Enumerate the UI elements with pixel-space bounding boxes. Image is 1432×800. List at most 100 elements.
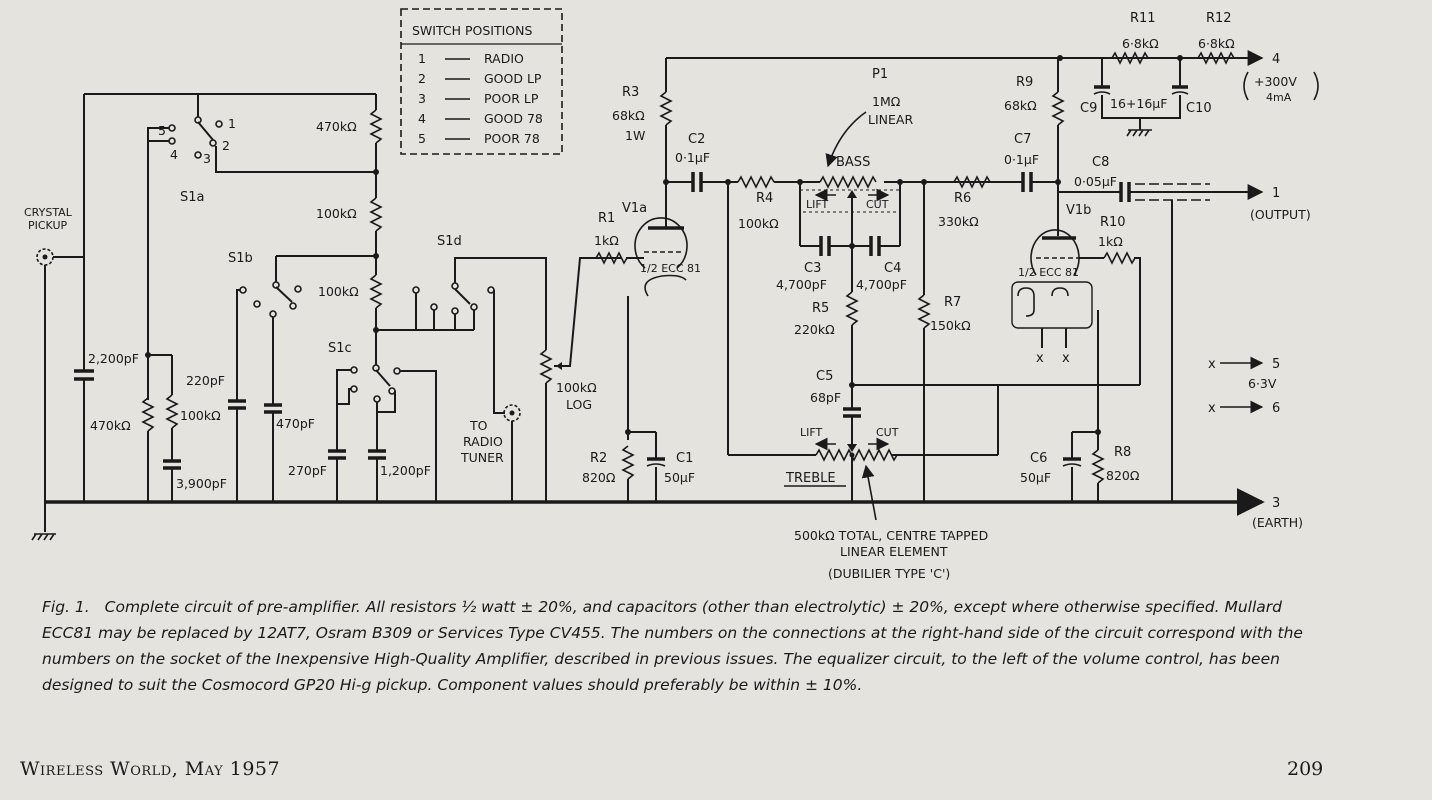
c7-name: C7 xyxy=(1014,132,1031,147)
r11-name: R11 xyxy=(1130,11,1156,26)
c9c10-value: 16+16μF xyxy=(1110,96,1167,111)
c3-value: 4,700pF xyxy=(776,277,827,292)
heater-x-1: x xyxy=(1036,351,1044,366)
s1a-pos-2: 2 xyxy=(222,138,230,153)
terminal-4-note-2: 4mA xyxy=(1266,91,1292,104)
r10-name: R10 xyxy=(1100,215,1126,230)
volume-law-label: LOG xyxy=(566,397,592,412)
switch-row-2-label: GOOD LP xyxy=(484,71,542,86)
c4-name: C4 xyxy=(884,261,901,276)
stage-v1b: R9 68kΩ C7 0·1μF C8 0·05μF 1 (OUTPUT) V1… xyxy=(1000,58,1311,502)
c8-value: 0·05μF xyxy=(1074,174,1117,189)
switch-row-3-num: 3 xyxy=(418,91,426,106)
r-100k-c-label: 100kΩ xyxy=(180,408,221,423)
r8-name: R8 xyxy=(1114,445,1131,460)
tone-control-network: R4 100kΩ P1 1MΩ LINEAR BASS LIFT CUT C3 … xyxy=(702,67,1140,581)
c1-value: 50μF xyxy=(664,470,695,485)
r-100k-b-label: 100kΩ xyxy=(318,284,359,299)
treble-label: TREBLE xyxy=(785,471,836,486)
c-2200p-label: 2,200pF xyxy=(88,351,139,366)
figure-caption: Fig. 1. Complete circuit of pre-amplifie… xyxy=(42,594,1312,698)
radio-tuner-input: TO RADIO TUNER xyxy=(460,404,521,502)
r4-value: 100kΩ xyxy=(738,216,779,231)
v1b-label: V1b xyxy=(1066,203,1091,218)
heater-voltage: 6·3V xyxy=(1248,376,1277,391)
s1a-pos-4: 4 xyxy=(170,147,178,162)
switch-row-1-label: RADIO xyxy=(484,51,524,66)
term5-x: x xyxy=(1208,357,1216,372)
c-270p-label: 270pF xyxy=(288,463,327,478)
crystal-pickup-label-2: PICKUP xyxy=(28,219,68,232)
earth-rail: 3 (EARTH) xyxy=(31,488,1303,541)
c-1200p-label: 1,200pF xyxy=(380,463,431,478)
to-radio-label-3: TUNER xyxy=(460,450,504,465)
bass-cut-label: CUT xyxy=(866,198,889,211)
s1a-pos-3: 3 xyxy=(203,151,211,166)
c6-value: 50μF xyxy=(1020,470,1051,485)
r7-value: 150kΩ xyxy=(930,318,971,333)
terminal-5-label: 5 xyxy=(1272,357,1280,372)
r4-name: R4 xyxy=(756,191,773,206)
r2-value: 820Ω xyxy=(582,470,616,485)
s1a-pos-5: 5 xyxy=(158,123,166,138)
c-470p-label: 470pF xyxy=(276,416,315,431)
switch-table-title: SWITCH POSITIONS xyxy=(412,23,532,38)
r5-name: R5 xyxy=(812,301,829,316)
c3-name: C3 xyxy=(804,261,821,276)
p1-type: LINEAR xyxy=(868,112,913,127)
c4-value: 4,700pF xyxy=(856,277,907,292)
caption-text: Complete circuit of pre-amplifier. All r… xyxy=(42,598,1303,694)
treble-note-3: (DUBILIER TYPE 'C') xyxy=(828,566,950,581)
c7-value: 0·1μF xyxy=(1004,152,1039,167)
r1-name: R1 xyxy=(598,211,615,226)
s1a-pos-1: 1 xyxy=(228,116,236,131)
ht-rail: R11 6·8kΩ R12 6·8kΩ 4 +300V 4mA C9 16+16… xyxy=(665,11,1319,137)
crystal-pickup-label-1: CRYSTAL xyxy=(24,206,73,219)
terminal-6-label: 6 xyxy=(1272,401,1280,416)
v1a-label: V1a xyxy=(622,201,647,216)
c2-value: 0·1μF xyxy=(675,150,710,165)
switch-row-5-num: 5 xyxy=(418,131,426,146)
r2-name: R2 xyxy=(590,451,607,466)
r3-watt: 1W xyxy=(625,128,645,143)
c6-name: C6 xyxy=(1030,451,1047,466)
c9-name: C9 xyxy=(1080,101,1097,116)
treble-lift-label: LIFT xyxy=(800,426,823,439)
c1-name: C1 xyxy=(676,451,693,466)
p1-name: P1 xyxy=(872,67,888,82)
equalizer-network-left: 470kΩ 100kΩ 3,900pF xyxy=(90,352,227,502)
s1b-label: S1b xyxy=(228,251,253,266)
treble-cut-label: CUT xyxy=(876,426,899,439)
terminal-4-label: 4 xyxy=(1272,52,1280,67)
ecc81-a-label: 1/2 ECC 81 xyxy=(640,262,701,275)
circuit-schematic: SWITCH POSITIONS 1 RADIO 2 GOOD LP 3 POO… xyxy=(24,8,1319,581)
switch-s1b: 220pF 470pF S1b xyxy=(186,251,376,502)
r12-name: R12 xyxy=(1206,11,1232,26)
stage-v1a: R3 68kΩ 1W V1a 1/2 ECC 81 R1 1kΩ R2 820Ω… xyxy=(582,85,710,502)
switch-row-1-num: 1 xyxy=(418,51,426,66)
c5-value: 68pF xyxy=(810,390,841,405)
switch-row-3-label: POOR LP xyxy=(484,91,539,106)
treble-note-1: 500kΩ TOTAL, CENTRE TAPPED xyxy=(794,528,988,543)
r3-name: R3 xyxy=(622,85,639,100)
c10-name: C10 xyxy=(1186,101,1212,116)
r5-value: 220kΩ xyxy=(794,322,835,337)
terminal-4-note-1: +300V xyxy=(1254,74,1297,89)
r-100k-a-label: 100kΩ xyxy=(316,206,357,221)
r-470k-top-label: 470kΩ xyxy=(316,119,357,134)
heater-terminals: x 5 6·3V x 6 xyxy=(1208,356,1280,416)
r8-value: 820Ω xyxy=(1106,468,1140,483)
switch-positions-table: SWITCH POSITIONS 1 RADIO 2 GOOD LP 3 POO… xyxy=(400,8,563,155)
heater-x-2: x xyxy=(1062,351,1070,366)
r7-name: R7 xyxy=(944,295,961,310)
c-220p-label: 220pF xyxy=(186,373,225,388)
s1c-label: S1c xyxy=(328,341,352,356)
footer-publication: Wireless World, May 1957 xyxy=(20,758,281,780)
switch-s1a: 1 2 3 4 5 S1a xyxy=(147,94,376,400)
crystal-pickup-input: CRYSTAL PICKUP 2,200pF xyxy=(24,93,376,502)
switch-row-5-label: POOR 78 xyxy=(484,131,540,146)
terminal-3-note: (EARTH) xyxy=(1252,515,1303,530)
terminal-1-note: (OUTPUT) xyxy=(1250,207,1311,222)
c2-name: C2 xyxy=(688,132,705,147)
terminal-1-label: 1 xyxy=(1272,186,1280,201)
